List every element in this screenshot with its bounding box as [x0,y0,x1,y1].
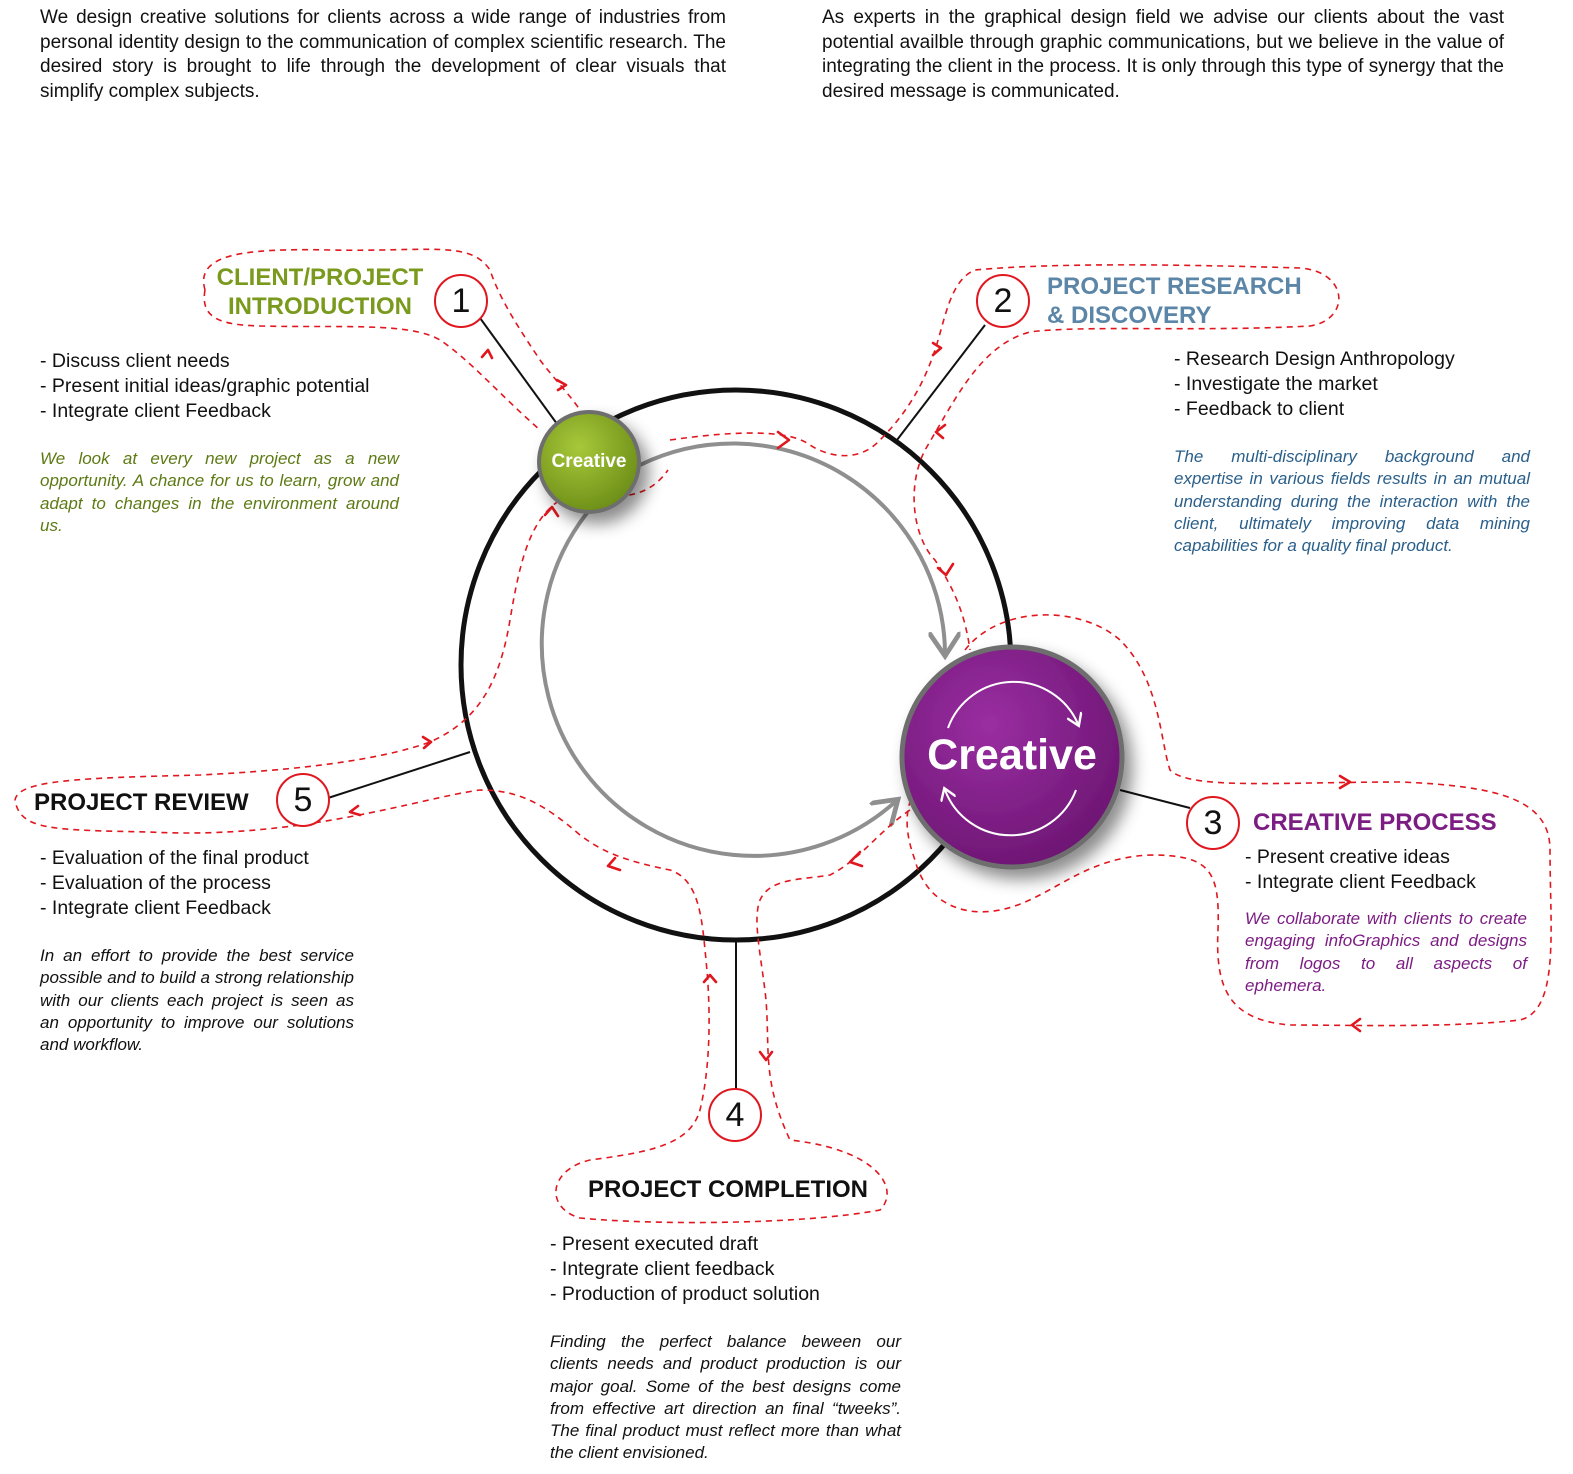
list-item: - Present initial ideas/graphic potentia… [40,375,370,397]
step5-title-line1: PROJECT REVIEW [34,789,249,816]
list-item: - Integrate client Feedback [1245,871,1476,893]
step3-note: We collaborate with clients to create en… [1245,909,1527,995]
step-number-3: 3 [1186,796,1240,850]
step2-title-line2: & DISCOVERY [1047,302,1212,329]
list-item: - Integrate client Feedback [40,897,271,919]
list-item: - Discuss client needs [40,350,230,372]
step1-note: We look at every new project as a new op… [40,449,399,535]
red-dashed-flow [14,248,1552,1224]
step5-note: In an effort to provide the best service… [40,946,354,1055]
step-number-2: 2 [976,274,1030,328]
list-item: - Feedback to client [1174,398,1345,420]
connector-line-1 [479,317,561,429]
step1-title-line2: INTRODUCTION [228,293,412,320]
step4-title-line1: PROJECT COMPLETION [587,1176,869,1203]
list-item: - Present creative ideas [1245,846,1450,868]
step4-bullets: - Present executed draft - Integrate cli… [550,1232,820,1307]
step2-title-line1: PROJECT RESEARCH [1047,273,1302,300]
list-item: - Evaluation of the final product [40,847,309,869]
step4-title: PROJECT COMPLETION [560,1175,896,1204]
step1-title-line1: CLIENT/PROJECT [216,264,424,291]
list-item: - Integrate client feedback [550,1258,775,1280]
connector-line-2 [896,324,986,441]
creative-hub-small [537,410,641,514]
gray-cycle-arrow-bottom [539,463,895,858]
connector-line-5 [327,751,471,799]
step1-title: CLIENT/PROJECT INTRODUCTION [200,263,440,321]
step3-bullets: - Present creative ideas - Integrate cli… [1245,845,1476,895]
list-item: - Evaluation of the process [40,872,271,894]
hub-large-label: Creative [927,731,1097,779]
gray-cycle-arrow-top [639,441,945,652]
step3-title: CREATIVE PROCESS [1253,808,1553,837]
intro-paragraph-right: As experts in the graphical design field… [822,7,1504,102]
step1-bullets: - Discuss client needs - Present initial… [40,349,370,424]
red-flow-chevrons [348,341,1362,1062]
list-item: - Investigate the market [1174,373,1378,395]
cycle-arrow-icon-bottom [945,790,1077,837]
list-item: - Research Design Anthropology [1174,348,1455,370]
step2-title: PROJECT RESEARCH & DISCOVERY [1047,272,1337,330]
list-item: - Present executed draft [550,1233,759,1255]
step-number-5: 5 [276,773,330,827]
hub-small-label: Creative [551,451,627,472]
step2-note: The multi-disciplinary background and ex… [1174,447,1530,556]
step4-note: Finding the perfect balance beween our c… [550,1332,901,1463]
step3-title-line1: CREATIVE PROCESS [1253,809,1497,836]
list-item: - Production of product solution [550,1283,820,1305]
list-item: - Integrate client Feedback [40,400,271,422]
connector-line-3 [1119,789,1191,809]
step5-bullets: - Evaluation of the final product - Eval… [40,846,309,921]
cycle-arrow-icon-top [947,680,1078,729]
step-number-1: 1 [434,274,488,328]
intro-paragraph-left: We design creative solutions for clients… [40,7,726,102]
step2-bullets: - Research Design Anthropology - Investi… [1174,347,1455,422]
step-number-4: 4 [708,1088,762,1142]
step5-title: PROJECT REVIEW [34,788,274,817]
